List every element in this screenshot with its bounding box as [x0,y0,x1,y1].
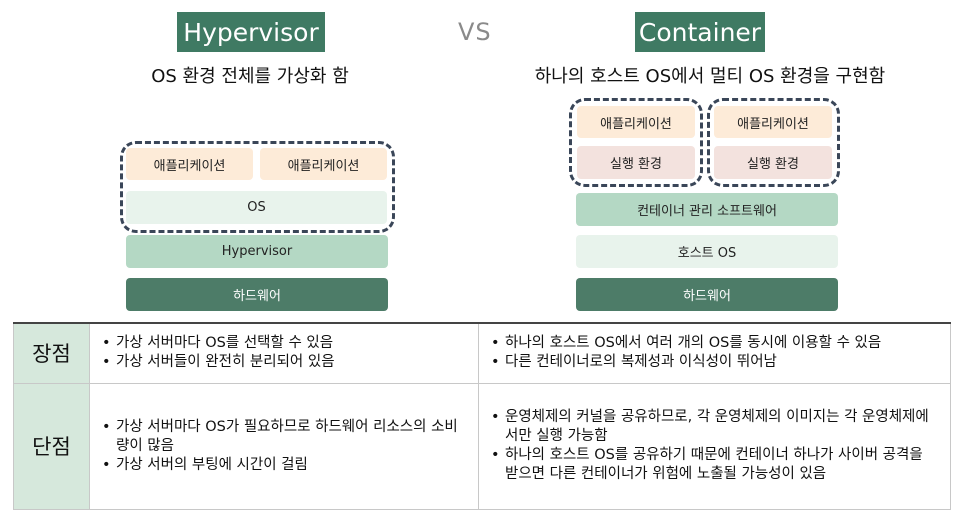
container-group-2 [707,98,840,187]
list-item: 하나의 호스트 OS를 공유하기 때문에 컨테이너 하나가 사이버 공격을 받으… [489,446,940,484]
cons-hypervisor-cell: 가상 서버마다 OS가 필요하므로 하드웨어 리소스의 소비량이 많음 가상 서… [89,382,479,510]
pros-label: 장점 [13,322,90,384]
pros-row: 장점 가상 서버마다 OS를 선택할 수 있음 가상 서버들이 완전히 분리되어… [13,322,951,384]
container-host-os-block: 호스트 OS [576,235,838,268]
list-item: 하나의 호스트 OS에서 여러 개의 OS를 동시에 이용할 수 있음 [489,334,940,353]
container-runtime-block-1: 실행 환경 [577,146,695,179]
container-app-block-1: 애플리케이션 [577,106,695,138]
hypervisor-hardware-block: 하드웨어 [126,278,388,311]
list-item: 다른 컨테이너로의 복제성과 이식성이 뛰어남 [489,353,940,372]
hypervisor-layer-block: Hypervisor [126,235,388,268]
container-runtime-block-2: 실행 환경 [714,146,832,179]
list-item: 가상 서버들이 완전히 분리되어 있음 [100,353,468,372]
cons-container-cell: 운영체제의 커널을 공유하므로, 각 운영체제의 이미지는 각 운영체제에서만 … [478,382,951,510]
cons-hypervisor-list: 가상 서버마다 OS가 필요하므로 하드웨어 리소스의 소비량이 많음 가상 서… [100,418,468,475]
hypervisor-vm-group [120,141,395,233]
container-title: Container [635,12,765,52]
pros-container-list: 하나의 호스트 OS에서 여러 개의 OS를 동시에 이용할 수 있음 다른 컨… [489,334,940,372]
pros-hypervisor-list: 가상 서버마다 OS를 선택할 수 있음 가상 서버들이 완전히 분리되어 있음 [100,334,468,372]
container-subtitle: 하나의 호스트 OS에서 멀티 OS 환경을 구현함 [534,66,886,87]
hypervisor-app-block-1: 애플리케이션 [126,148,253,180]
vs-label: VS [458,18,492,46]
list-item: 가상 서버마다 OS를 선택할 수 있음 [100,334,468,353]
cons-label: 단점 [13,382,90,510]
container-hardware-block: 하드웨어 [576,278,838,311]
container-engine-block: 컨테이너 관리 소프트웨어 [576,193,838,226]
cons-row: 단점 가상 서버마다 OS가 필요하므로 하드웨어 리소스의 소비량이 많음 가… [13,382,951,510]
list-item: 가상 서버마다 OS가 필요하므로 하드웨어 리소스의 소비량이 많음 [100,418,468,456]
list-item: 운영체제의 커널을 공유하므로, 각 운영체제의 이미지는 각 운영체제에서만 … [489,408,940,446]
hypervisor-title: Hypervisor [177,12,325,52]
pros-hypervisor-cell: 가상 서버마다 OS를 선택할 수 있음 가상 서버들이 완전히 분리되어 있음 [89,322,479,384]
cons-container-list: 운영체제의 커널을 공유하므로, 각 운영체제의 이미지는 각 운영체제에서만 … [489,408,940,484]
hypervisor-subtitle: OS 환경 전체를 가상화 함 [151,66,349,87]
hypervisor-app-block-2: 애플리케이션 [260,148,387,180]
hypervisor-guest-os-block: OS [126,191,387,224]
comparison-table: 장점 가상 서버마다 OS를 선택할 수 있음 가상 서버들이 완전히 분리되어… [13,322,951,510]
list-item: 가상 서버의 부팅에 시간이 걸림 [100,456,468,475]
pros-container-cell: 하나의 호스트 OS에서 여러 개의 OS를 동시에 이용할 수 있음 다른 컨… [478,322,951,384]
container-app-block-2: 애플리케이션 [714,106,832,138]
container-group-1 [569,98,703,187]
